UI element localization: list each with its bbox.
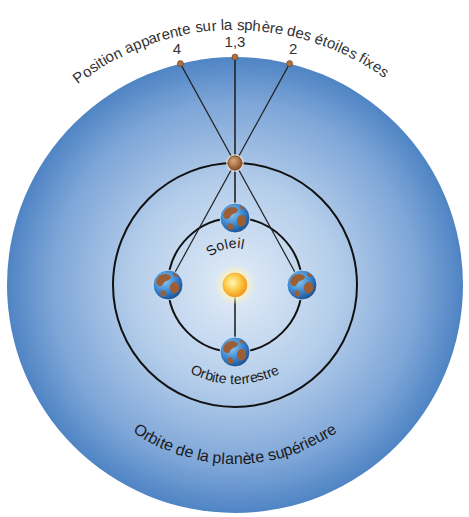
letter: e <box>254 447 266 467</box>
earth <box>153 270 183 300</box>
position-number: 2 <box>289 40 297 58</box>
sun <box>223 273 247 297</box>
sight-line <box>180 64 302 285</box>
apparent-position-dot <box>287 61 293 67</box>
letter: p <box>244 16 253 34</box>
planet <box>228 156 242 170</box>
apparent-position-dot <box>177 61 183 67</box>
letter: e <box>273 19 284 38</box>
position-number: 1,3 <box>225 33 246 51</box>
letter: e <box>181 20 193 39</box>
apparent-position-dot <box>232 54 238 60</box>
earth <box>220 337 250 367</box>
letter: e <box>218 370 228 388</box>
letter: e <box>228 235 237 252</box>
earth <box>287 270 317 300</box>
position-number: 4 <box>173 40 181 58</box>
letter: a <box>224 16 233 34</box>
letter <box>232 16 236 34</box>
sight-line <box>234 57 236 218</box>
letter: a <box>199 446 211 466</box>
earth-orbit <box>168 218 302 352</box>
letter: s <box>237 16 245 34</box>
letter: l <box>220 16 224 34</box>
earth <box>220 203 250 233</box>
letter: a <box>225 449 235 468</box>
celestial-sphere <box>7 57 463 513</box>
letter: n <box>233 449 242 468</box>
letter: r <box>210 17 216 35</box>
sight-line <box>168 64 290 285</box>
sun-glow <box>215 265 255 305</box>
planet-halo <box>226 154 244 172</box>
